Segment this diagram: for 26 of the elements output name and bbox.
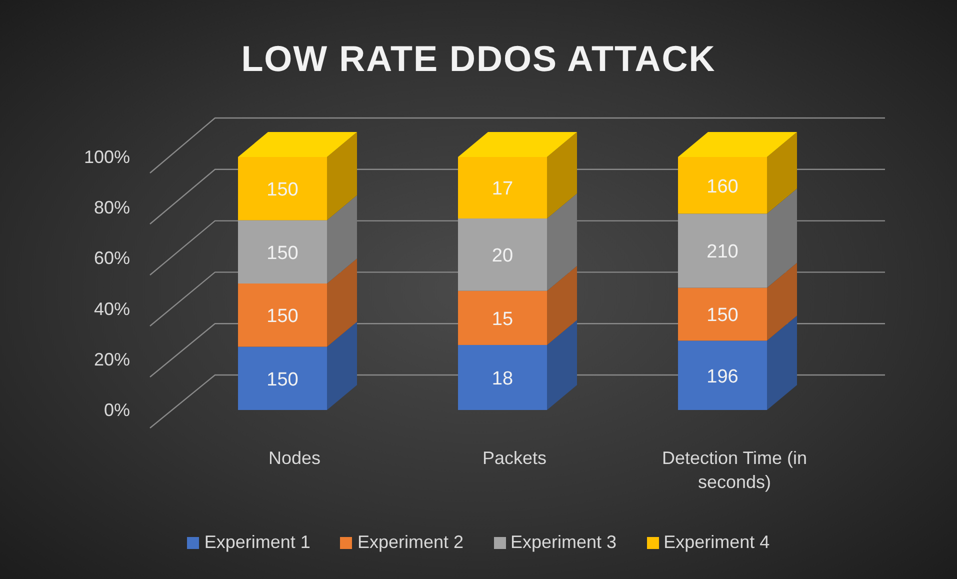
data-label: 150 (706, 305, 738, 326)
data-label: 150 (266, 180, 298, 201)
tick-label: 80% (94, 198, 130, 218)
tick-label: 60% (94, 248, 130, 268)
legend-label: Experiment 3 (510, 532, 617, 553)
legend-label: Experiment 1 (204, 532, 310, 553)
data-label: 160 (706, 176, 738, 198)
data-label: 18 (492, 368, 514, 390)
chart-title: LOW RATE DDOS ATTACK (241, 38, 716, 79)
tick-label: 100% (84, 147, 130, 167)
data-label: 17 (492, 178, 514, 200)
category-label: Nodes (268, 448, 321, 468)
legend-label: Experiment 4 (664, 532, 770, 553)
data-label: 20 (492, 246, 514, 267)
data-label: 150 (266, 242, 298, 264)
data-label: 210 (706, 242, 738, 263)
data-label: 196 (706, 366, 738, 388)
data-label: 150 (266, 306, 298, 328)
tick-label: 40% (94, 298, 130, 319)
data-label: 15 (492, 308, 514, 330)
data-label: 150 (266, 369, 298, 390)
legend-label: Experiment 2 (357, 532, 464, 553)
category-label: Packets (482, 448, 547, 468)
tick-label: 20% (94, 349, 130, 370)
category-label: Detection Time (in seconds) (662, 448, 808, 492)
tick-label: 0% (104, 400, 130, 420)
